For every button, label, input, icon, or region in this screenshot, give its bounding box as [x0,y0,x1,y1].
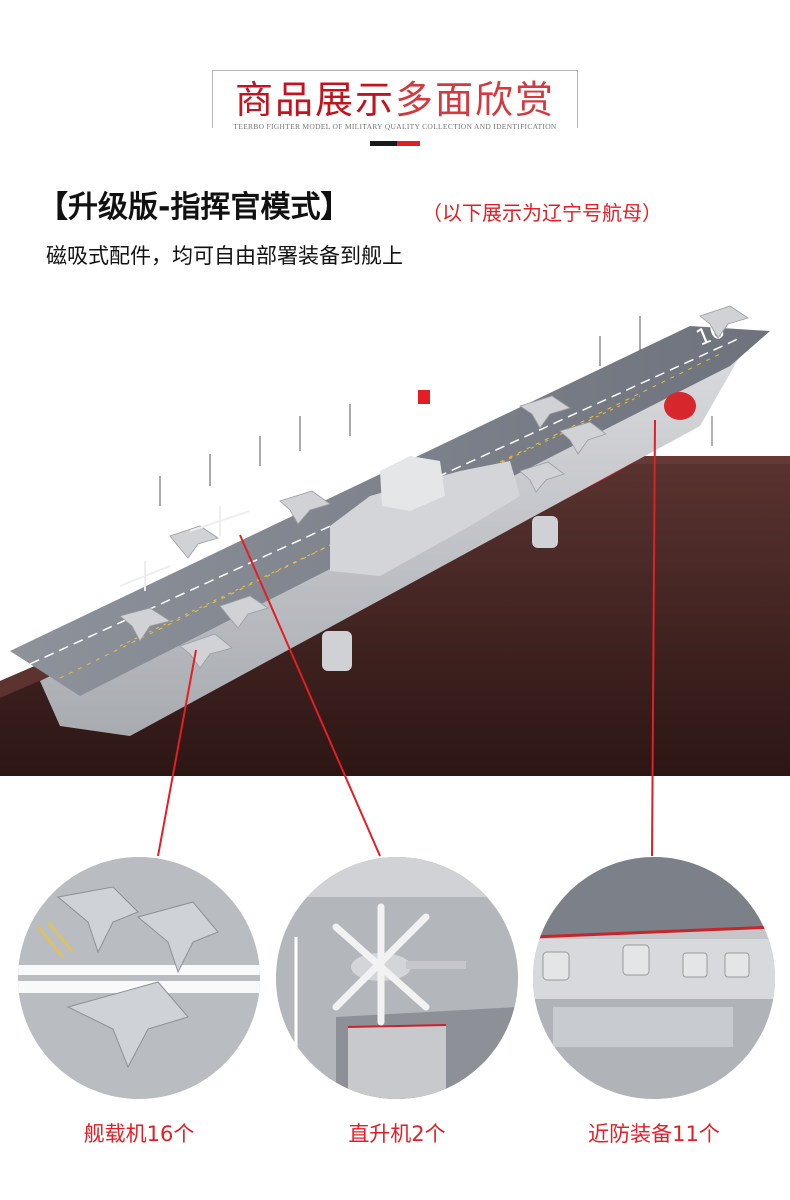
title-main: 商品展示 [234,78,395,122]
close-in-weapon-icon [533,857,775,1099]
caption-close-in-weapons: 近防装备11个 [588,1122,720,1146]
caption-helicopter: 直升机2个 [348,1122,446,1146]
stand-right [532,516,558,548]
helicopter-rotors [119,506,251,591]
divider-red [397,141,420,146]
detail-helicopter [276,857,518,1099]
stand-left [322,631,352,671]
mode-note: （以下展示为辽宁号航母） [422,201,662,225]
detail-fighter-jets [18,857,260,1099]
detail-close-in-weapons [533,857,775,1099]
flag [418,390,430,404]
title-rest: 多面欣赏 [395,78,556,122]
mode-description: 磁吸式配件，均可自由部署装备到舰上 [46,244,403,268]
title-subtitle: TEERBO FIGHTER MODEL OF MILITARY QUALITY… [233,122,557,131]
divider-black [370,141,397,146]
carrier-model-illustration: 16 [0,305,790,776]
caption-fighter-jets: 舰载机16个 [83,1122,195,1146]
page-title: 商品展示多面欣赏 [0,78,790,122]
title-frame [212,70,578,128]
helicopter-icon [276,857,518,1099]
mode-title: 【升级版-指挥官模式】 [38,190,351,225]
fighter-jet-icon [18,857,260,1099]
section-header: 商品展示多面欣赏 TEERBO FIGHTER MODEL OF MILITAR… [0,0,790,180]
product-photo-carrier: 16 [0,286,790,776]
